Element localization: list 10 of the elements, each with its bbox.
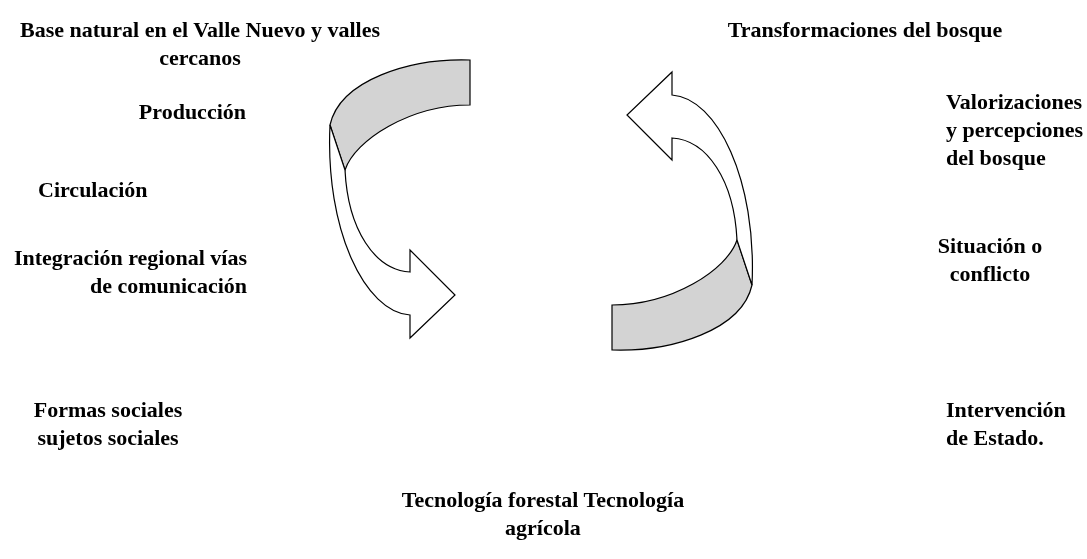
concept-label: Situación o conflicto xyxy=(936,232,1044,288)
concept-label: Formas sociales sujetos sociales xyxy=(32,396,184,452)
concept-label: Valorizaciones y percepciones del bosque xyxy=(946,88,1085,172)
concept-label: Tecnología forestal Tecnología agrícola xyxy=(400,486,686,542)
concept-label: Integración regional vías de comunicación xyxy=(12,244,247,300)
concept-label: Producción xyxy=(137,98,246,126)
concept-label: Intervención de Estado. xyxy=(946,396,1067,452)
concept-label: Transformaciones del bosque xyxy=(726,16,1004,44)
concept-label: Circulación xyxy=(38,176,149,204)
concept-label: Base natural en el Valle Nuevo y valles cercanos xyxy=(20,16,380,72)
